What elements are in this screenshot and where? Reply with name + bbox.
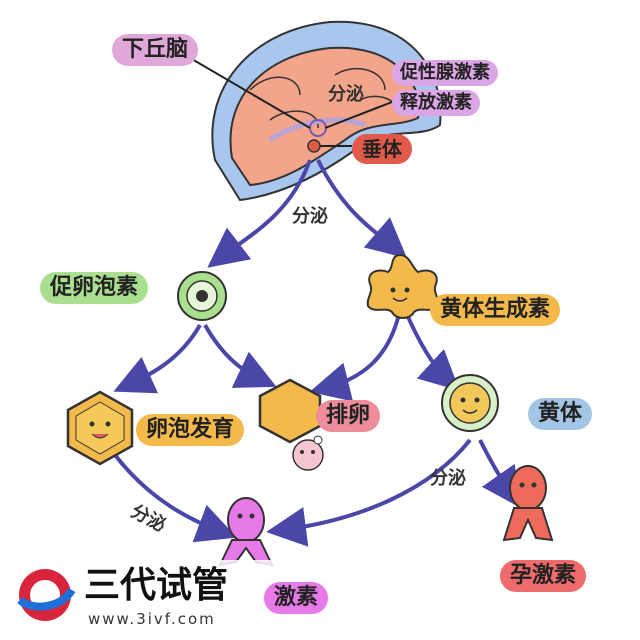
hypothalamus-label: 下丘脑 [112, 34, 199, 66]
arrow-corpus-luteum-to-estrogen [266, 438, 472, 547]
arrow-corpus-luteum-to-progesterone [478, 439, 522, 509]
watermark-url: www.3ivf.com [88, 610, 216, 628]
corpus-luteum-cell [441, 374, 499, 432]
progesterone-figure [502, 465, 554, 542]
lh-cell [366, 253, 440, 319]
progesterone-label: 孕激素 [500, 560, 587, 592]
arrow-fsh-to-ovulation [203, 324, 277, 388]
arrow-lh-to-corpus-luteum [403, 309, 460, 391]
arrow-fsh-to-follicle [113, 324, 202, 394]
arrow-pituitary-to-fsh [207, 159, 312, 268]
follicle-dev-label: 卵泡发育 [136, 414, 245, 446]
secrete-label-right: 分泌 [430, 468, 466, 489]
arrow-lh-to-ovulation [309, 309, 402, 402]
pituitary-label: 垂体 [352, 134, 412, 164]
ovulation-label: 排卵 [316, 400, 381, 432]
watermark-brand: 三代试管 [84, 565, 229, 606]
watermark-logo-icon [0, 560, 275, 640]
estrogen-label: 激素 [264, 582, 329, 614]
ovulation-hexagon [258, 378, 322, 444]
gnrh-label-line2: 释放激素 [392, 90, 480, 116]
secrete-label-mid: 分泌 [292, 206, 328, 227]
corpus-luteum-label: 黄体 [528, 398, 593, 430]
hypothalamus-pointer [184, 54, 311, 129]
gnrh-label-line1: 促性腺激素 [392, 60, 498, 86]
lh-label: 黄体生成素 [430, 294, 561, 326]
arrow-follicle-to-estrogen [113, 453, 237, 543]
secrete-label-top: 分泌 [328, 84, 364, 105]
brain-illustration [211, 20, 442, 202]
arrows [113, 159, 522, 547]
arrow-pituitary-to-lh [316, 159, 408, 259]
egg-cell [292, 435, 324, 471]
estrogen-figure [218, 497, 274, 567]
gnrh-pointer [324, 101, 393, 129]
follicle-hexagon [66, 390, 134, 466]
fsh-cell [177, 271, 227, 321]
fsh-label: 促卵泡素 [40, 272, 149, 304]
